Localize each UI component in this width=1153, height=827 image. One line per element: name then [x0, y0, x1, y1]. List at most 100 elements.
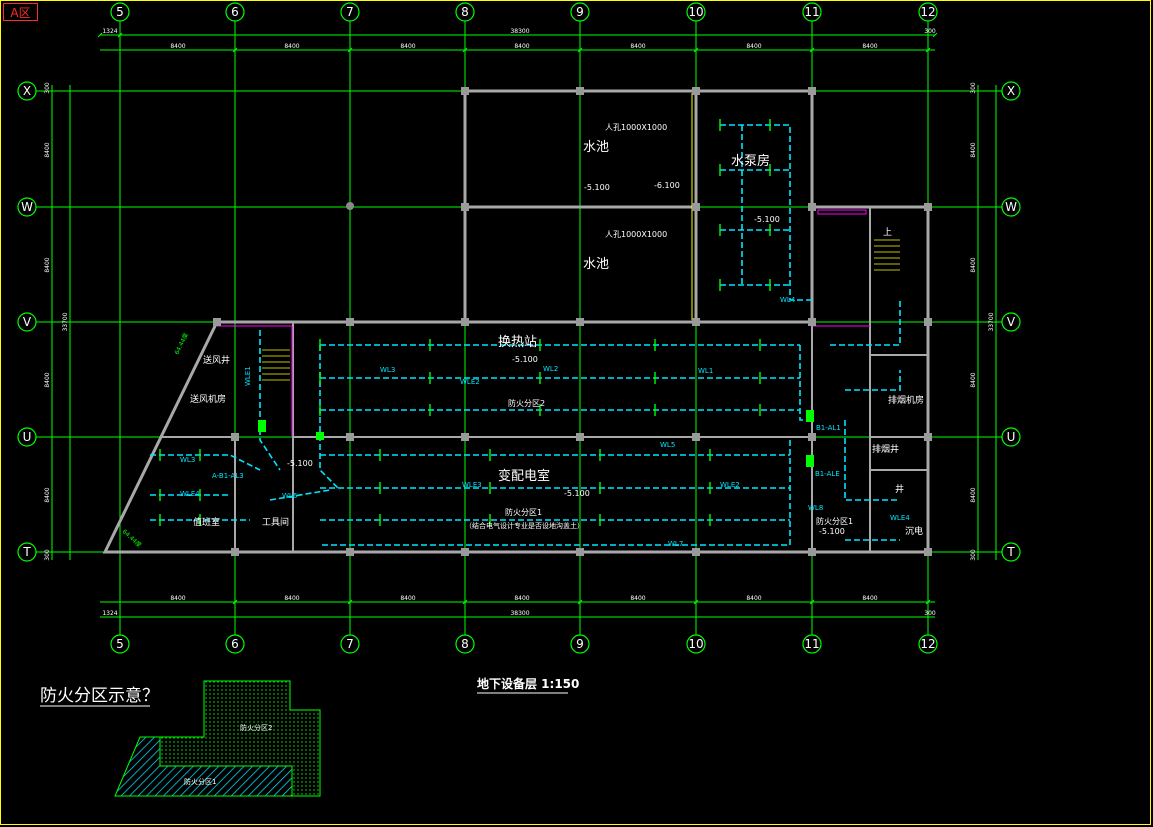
- axis-row-t-right: T: [1006, 545, 1015, 559]
- dim-bay-1-bottom: 8400: [170, 595, 185, 602]
- room-wet: 沉电: [905, 525, 923, 537]
- circuit-wl7: WL7: [668, 540, 683, 548]
- light-fixtures: [159, 119, 771, 526]
- zone-tag: A区: [3, 3, 38, 21]
- dim-row-c: 8400: [44, 372, 51, 387]
- slope-angle-1: 64.44度: [173, 332, 190, 356]
- circuit-wle1: WLE1: [244, 366, 252, 386]
- dim-total-top: 38300: [510, 28, 529, 35]
- note-manhole-1: 人孔1000X1000: [605, 123, 667, 132]
- room-pump: 水泵房: [731, 153, 770, 169]
- axis-col-6-bottom: 6: [231, 637, 239, 651]
- dim-row-b: 8400: [44, 257, 51, 272]
- dim-row-a: 8400: [44, 142, 51, 157]
- circuit-wl2: WL2: [543, 365, 558, 373]
- axis-col-10-bottom: 10: [688, 637, 703, 651]
- room-pool-2: 水池: [583, 257, 609, 272]
- panel-a-b1-al3: A-B1-AL3: [212, 472, 244, 480]
- small-room-labels: 送风井 送风机房 值班室 工具间 排烟机房 排烟井 上 井 沉电: [190, 227, 924, 537]
- level-pool: -5.100: [584, 183, 610, 192]
- dim-bay-6-bottom: 8400: [746, 595, 761, 602]
- dim-ticks: [97, 32, 938, 605]
- axis-row-w-right: W: [1005, 200, 1017, 214]
- dim-bay-6: 8400: [746, 43, 761, 50]
- drawing-title-group: 地下设备层 1:150: [477, 676, 579, 694]
- circuit-wle2: WLE2: [460, 378, 480, 386]
- axis-col-11-bottom: 11: [804, 637, 819, 651]
- dim-row-a-right: 8400: [970, 142, 977, 157]
- dim-edge-right-bottom-v: 300: [970, 549, 977, 561]
- axis-row-w: W: [21, 200, 33, 214]
- axis-row-x: X: [23, 84, 31, 98]
- axis-col-7-bottom: 7: [346, 637, 354, 651]
- axis-labels: 5 6 7 8 9 10 11 12 5 6 7 8 9 10 11 12 X …: [21, 5, 1017, 651]
- dim-bay-7-bottom: 8400: [862, 595, 877, 602]
- axis-col-12-bottom: 12: [920, 637, 935, 651]
- columns: [213, 87, 932, 556]
- dim-edge-left-top: 1324: [102, 28, 117, 35]
- dim-row-c-right: 8400: [970, 372, 977, 387]
- room-fresh-air-room: 送风机房: [190, 393, 226, 405]
- room-power: 变配电室: [498, 468, 550, 484]
- dim-total-left: 33700: [62, 312, 69, 331]
- axis-col-10: 10: [688, 5, 703, 19]
- slope-angle-2: 64.44度: [121, 528, 144, 549]
- dim-edge-right-top: 300: [924, 28, 936, 35]
- axis-row-u: U: [23, 430, 32, 444]
- dim-edge-right-top-v: 300: [970, 82, 977, 94]
- dim-bay-2: 8400: [284, 43, 299, 50]
- dim-total-bottom: 38300: [510, 610, 529, 617]
- level-left: -5.100: [287, 459, 313, 468]
- circuit-wl5: WL5: [660, 441, 675, 449]
- dim-bay-5: 8400: [630, 43, 645, 50]
- room-tools: 工具间: [262, 516, 289, 528]
- dim-total-right: 33700: [988, 312, 995, 331]
- level-right: -5.100: [819, 527, 845, 536]
- room-exhaust: 排烟机房: [888, 394, 924, 406]
- distribution-panels: [258, 410, 814, 467]
- annotation-notes: 人孔1000X1000 人孔1000X1000 -5.100 -6.100 -5…: [121, 123, 853, 549]
- panel-b1-al1: B1-AL1: [816, 424, 841, 432]
- circuit-wl8: WL8: [808, 504, 823, 512]
- level-pool-2: -6.100: [654, 181, 680, 190]
- dim-bay-3: 8400: [400, 43, 415, 50]
- room-well: 井: [895, 483, 904, 495]
- circuit-wl3: WL3: [380, 366, 395, 374]
- axis-row-v-right: V: [1007, 315, 1016, 329]
- dim-row-d-right: 8400: [970, 487, 977, 502]
- axis-col-12: 12: [920, 5, 935, 19]
- axis-bubbles: [17, 2, 1021, 654]
- axis-col-6: 6: [231, 5, 239, 19]
- dim-edge-right-bottom: 300: [924, 610, 936, 617]
- circuit-wle3: WLE3: [462, 481, 482, 489]
- circuit-wle2-b: WLE2: [720, 481, 740, 489]
- dim-bay-3-bottom: 8400: [400, 595, 415, 602]
- circuit-wl1: WL1: [698, 367, 713, 375]
- room-fresh-air-well: 送风井: [203, 354, 230, 366]
- room-exhaust-well: 排烟井: [872, 443, 899, 455]
- circuit-wle4: WLE4: [180, 490, 200, 498]
- legend-title: 防火分区示意？: [40, 686, 159, 706]
- dim-bay-2-bottom: 8400: [284, 595, 299, 602]
- fire-zone-1-note: （结合电气设计专业是否设地沟盖土）: [465, 521, 584, 530]
- legend-zone-1-shape: [114, 736, 293, 797]
- dim-bay-7: 8400: [862, 43, 877, 50]
- fire-zone-right-label: 防火分区1: [816, 516, 853, 526]
- circuit-wle4-b: WLE4: [890, 514, 910, 522]
- room-pool-1: 水池: [583, 140, 609, 155]
- circuit-wl3-b: WL3: [180, 456, 195, 464]
- legend-zone-1-label: 防火分区1: [184, 777, 216, 786]
- legend-zone-2-label: 防火分区2: [240, 723, 272, 732]
- axis-row-t: T: [22, 545, 31, 559]
- axis-col-5-bottom: 5: [116, 637, 124, 651]
- dimension-texts: 38300 1324 300 8400 8400 8400 8400 8400 …: [102, 28, 936, 617]
- dim-edge-left-bottom: 1324: [102, 610, 117, 617]
- fire-zone-1-label: 防火分区1: [505, 507, 542, 517]
- room-heat-station: 换热站: [498, 335, 537, 350]
- room-labels: 水池 水池 水泵房 换热站 变配电室: [498, 140, 770, 484]
- dim-edge-left-top-v: 300: [44, 82, 51, 94]
- dim-bay-1: 8400: [170, 43, 185, 50]
- level-heat: -5.100: [512, 355, 538, 364]
